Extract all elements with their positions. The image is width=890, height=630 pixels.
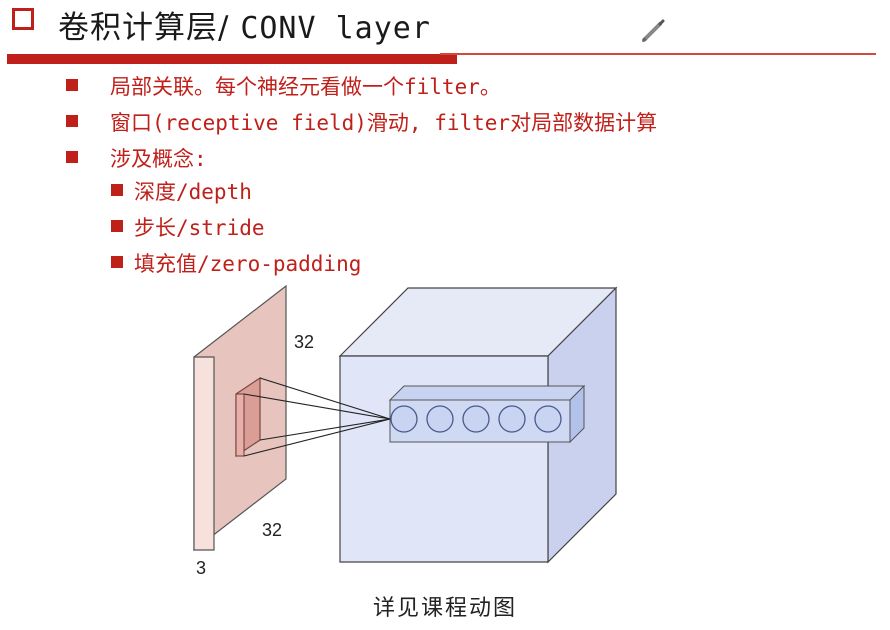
pen-icon[interactable]: [640, 18, 666, 44]
sub-bullet-marker: [111, 256, 123, 268]
neuron-column-top: [388, 385, 586, 401]
label-depth: 3: [196, 558, 206, 578]
bullet-marker: [66, 115, 78, 127]
bullet-local-connection: 局部关联。每个神经元看做一个filter。: [110, 75, 501, 99]
bullet-receptive-field: 窗口(receptive field)滑动, filter对局部数据计算: [110, 111, 658, 135]
connection-lines: [243, 377, 391, 457]
bullet-marker: [66, 151, 78, 163]
label-height: 32: [294, 332, 314, 352]
sub-bullet-marker: [111, 220, 123, 232]
neuron: [390, 405, 418, 433]
conv-layer-diagram: 32 32 3: [193, 284, 618, 578]
title-rule-thin: [440, 53, 876, 55]
sub-bullet-marker: [111, 184, 123, 196]
neuron: [534, 405, 562, 433]
title-rule-thick: [7, 54, 457, 64]
bullet-marker: [66, 79, 78, 91]
title-en: CONV layer: [240, 11, 431, 46]
sub-bullet-zero-padding: 填充值/zero-padding: [134, 252, 362, 276]
neuron: [462, 405, 490, 433]
neuron: [498, 405, 526, 433]
label-width: 32: [262, 520, 282, 540]
title-cn: 卷积计算层/: [58, 10, 241, 46]
input-volume-front: [193, 356, 215, 551]
sub-bullet-depth: 深度/depth: [134, 180, 252, 204]
title-marker-icon: [12, 8, 34, 30]
receptive-field-front: [235, 393, 245, 457]
page-title: 卷积计算层/ CONV layer: [58, 2, 431, 47]
bullet-concepts: 涉及概念:: [110, 147, 207, 171]
figure-caption: 详见课程动图: [372, 596, 517, 621]
neuron: [426, 405, 454, 433]
sub-bullet-stride: 步长/stride: [134, 216, 265, 240]
